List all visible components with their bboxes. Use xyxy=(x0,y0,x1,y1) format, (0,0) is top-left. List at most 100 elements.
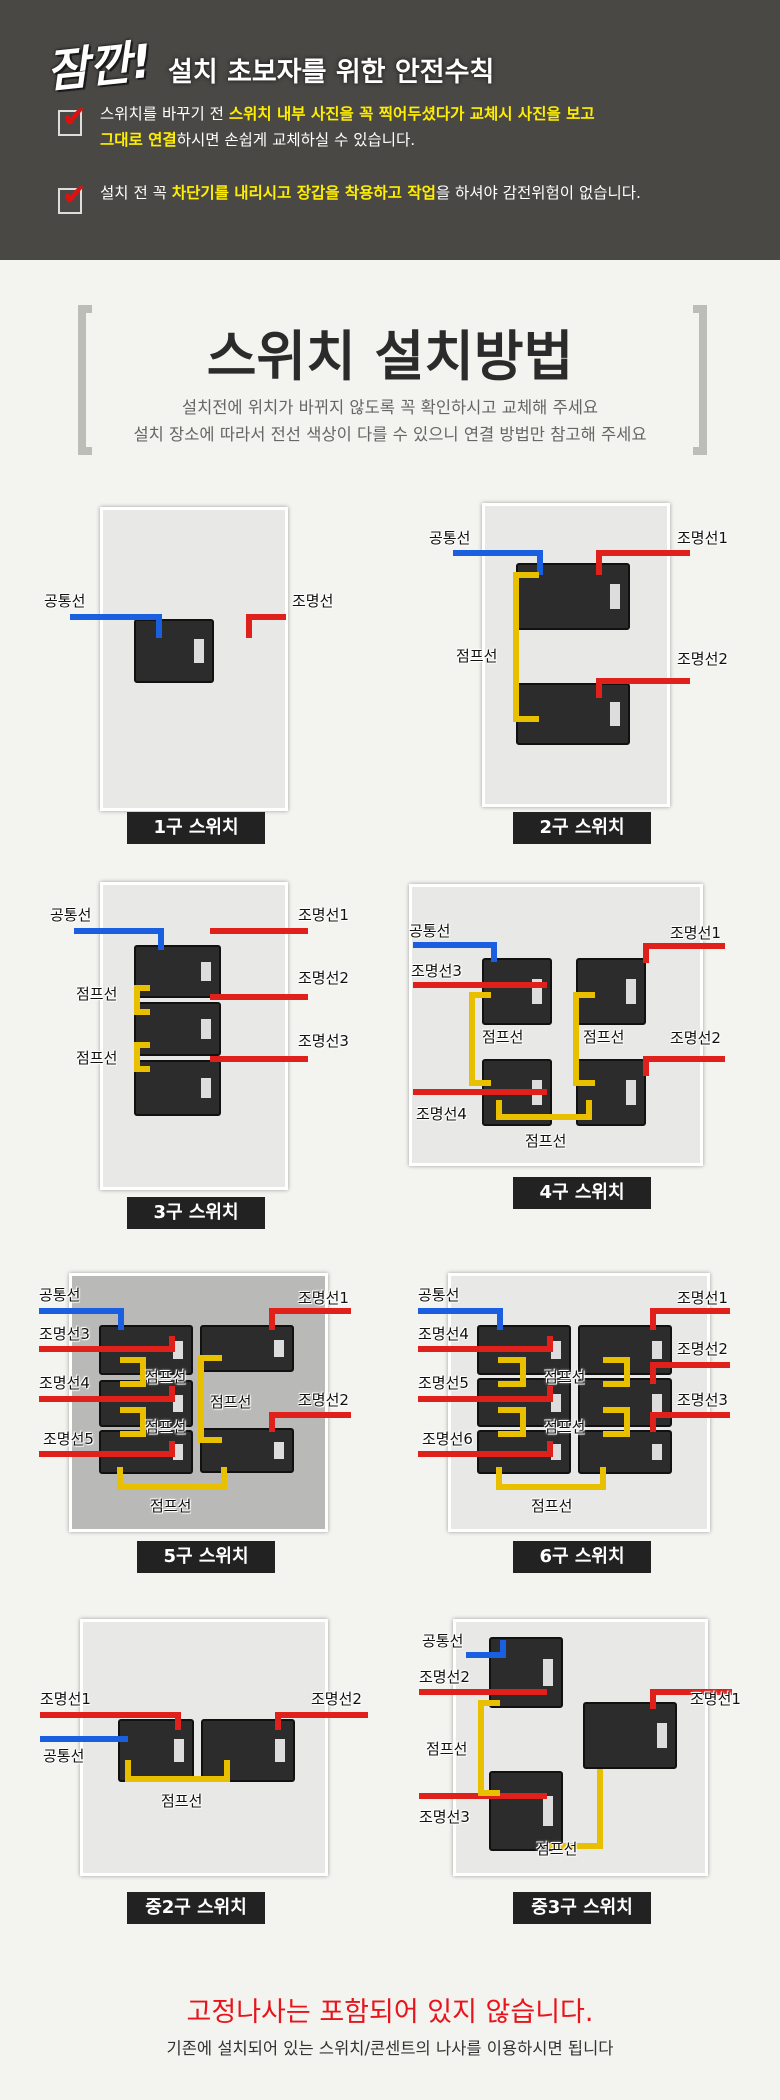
light-wire xyxy=(269,1308,275,1330)
wire-label: 점프선 xyxy=(150,1497,192,1515)
light-wire xyxy=(40,1712,181,1718)
text: 스위치를 바꾸기 전 xyxy=(100,105,229,123)
light-wire xyxy=(210,928,308,934)
light-wire xyxy=(650,1362,656,1384)
wire-label: 조명선1 xyxy=(40,1690,91,1708)
light-wire xyxy=(643,1056,649,1076)
switch-module xyxy=(200,1325,294,1372)
wire-label: 조명선2 xyxy=(298,969,349,987)
light-wire xyxy=(650,1412,730,1418)
safety-header: 잠깐! 설치 초보자를 위한 안전수칙 ✔ 스위치를 바꾸기 전 스위치 내부 … xyxy=(0,0,780,260)
switch-module xyxy=(201,1719,295,1782)
jumper-wire xyxy=(120,1357,146,1387)
wire-label: 조명선2 xyxy=(677,1340,728,1358)
section-subtitle-1: 설치전에 위치가 바뀌지 않도록 꼭 확인하시고 교체해 주세요 xyxy=(181,398,599,417)
light-wire xyxy=(210,1056,308,1062)
wire-label: 점프선 xyxy=(531,1497,573,1515)
highlight: 스위치 내부 사진을 꼭 찍어두셨다가 교체시 사진을 보고 xyxy=(228,105,595,123)
wire-label: 공통선 xyxy=(43,1747,85,1765)
light-wire xyxy=(596,678,602,698)
light-wire xyxy=(419,1689,547,1695)
wire-label: 조명선4 xyxy=(39,1374,90,1392)
light-wire xyxy=(269,1412,351,1418)
wire-label: 점프선 xyxy=(145,1368,187,1386)
wire-label: 조명선1 xyxy=(298,906,349,924)
light-wire xyxy=(650,1308,656,1330)
light-wire xyxy=(169,1336,175,1352)
switch-plate xyxy=(482,503,670,807)
wire-label: 공통선 xyxy=(44,592,86,610)
caption-3gang: 3구 스위치 xyxy=(127,1197,265,1229)
check-icon: ✔ xyxy=(58,178,87,214)
wire-label: 점프선 xyxy=(161,1792,203,1810)
light-wire xyxy=(547,1336,553,1352)
jumper-wire xyxy=(498,1357,526,1387)
wire-label: 공통선 xyxy=(418,1286,460,1304)
wire-label: 조명선2 xyxy=(419,1668,470,1686)
wire-label: 조명선3 xyxy=(411,962,462,980)
light-wire xyxy=(418,1396,553,1402)
jumper-wire xyxy=(549,1769,603,1849)
section-title: 스위치 설치방법 xyxy=(206,325,574,388)
light-wire xyxy=(39,1451,175,1457)
screw-warning: 고정나사는 포함되어 있지 않습니다. xyxy=(186,1997,594,2028)
safety-item-1: 스위치를 바꾸기 전 스위치 내부 사진을 꼭 찍어두셨다가 교체시 사진을 보… xyxy=(100,101,595,153)
caption-6gang: 6구 스위치 xyxy=(513,1541,651,1573)
wire-label: 조명선1 xyxy=(690,1690,741,1708)
light-wire xyxy=(547,1441,553,1457)
wire-label: 조명선3 xyxy=(298,1032,349,1050)
switch-module xyxy=(489,1771,563,1851)
jumper-wire xyxy=(603,1357,630,1387)
wire-label: 점프선 xyxy=(544,1418,586,1436)
light-wire xyxy=(650,1689,732,1695)
wire-label: 점프선 xyxy=(583,1028,625,1046)
text: 설치 전 꼭 xyxy=(100,184,172,202)
wire-label: 점프선 xyxy=(525,1132,567,1150)
light-wire xyxy=(596,678,690,684)
switch-module xyxy=(583,1702,677,1769)
wire-label: 조명선4 xyxy=(416,1105,467,1123)
light-wire xyxy=(643,943,649,963)
light-wire xyxy=(246,614,252,638)
light-wire xyxy=(269,1412,275,1432)
wire-label: 조명선6 xyxy=(422,1430,473,1448)
light-wire xyxy=(650,1308,730,1314)
wire-label: 조명선1 xyxy=(677,529,728,547)
light-wire xyxy=(246,614,286,620)
jumper-wire xyxy=(469,992,491,1086)
caption-5gang: 5구 스위치 xyxy=(137,1541,275,1573)
light-wire xyxy=(39,1346,175,1352)
wire-label: 조명선3 xyxy=(677,1391,728,1409)
common-wire xyxy=(497,1308,503,1330)
caption-4gang: 4구 스위치 xyxy=(513,1177,651,1209)
check-icon: ✔ xyxy=(58,100,87,136)
wire-label: 공통선 xyxy=(50,906,92,924)
wire-label: 점프선 xyxy=(426,1740,468,1758)
right-bracket xyxy=(693,305,707,455)
wire-label: 점프선 xyxy=(210,1393,252,1411)
wire-label: 조명선1 xyxy=(670,924,721,942)
jumper-wire xyxy=(478,1700,500,1796)
wire-label: 점프선 xyxy=(536,1840,578,1858)
common-wire xyxy=(453,550,543,556)
caption-medium-2gang: 중2구 스위치 xyxy=(127,1892,265,1924)
switch-module xyxy=(134,619,214,683)
highlight: 그대로 연결 xyxy=(100,131,177,149)
light-wire xyxy=(275,1712,281,1730)
common-wire xyxy=(74,928,164,934)
wire-label: 점프선 xyxy=(76,985,118,1003)
section-subtitle-2: 설치 장소에 따라서 전선 색상이 다를 수 있으니 연결 방법만 참고해 주세… xyxy=(133,425,647,444)
light-wire xyxy=(643,943,725,949)
wire-label: 조명선1 xyxy=(298,1289,349,1307)
switch-module xyxy=(99,1380,193,1427)
wire-label: 조명선2 xyxy=(670,1029,721,1047)
safety-title: 설치 초보자를 위한 안전수칙 xyxy=(168,57,495,88)
wire-label: 점프선 xyxy=(456,647,498,665)
common-wire xyxy=(156,614,162,638)
common-wire xyxy=(70,614,162,620)
wire-label: 공통선 xyxy=(429,529,471,547)
exclaim-logo: 잠깐! xyxy=(43,33,155,99)
common-wire xyxy=(466,1652,506,1658)
jumper-wire xyxy=(134,1042,150,1072)
common-wire xyxy=(39,1308,124,1314)
